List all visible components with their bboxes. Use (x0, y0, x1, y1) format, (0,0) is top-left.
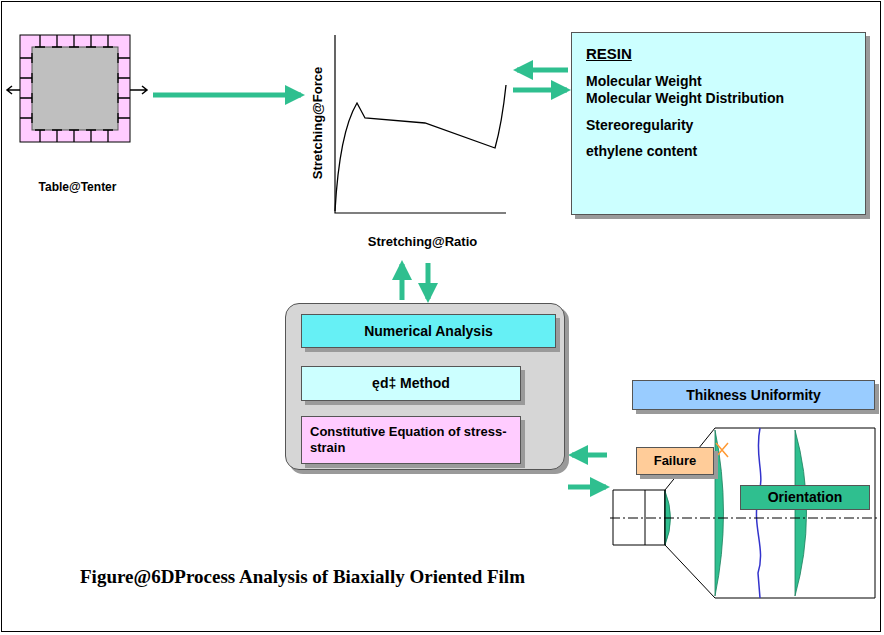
label-text: Stereoregularity (586, 117, 851, 134)
label-text: Stretching@Ratio (335, 234, 510, 250)
flow-arrow (400, 264, 405, 300)
callout-box: Thikness Uniformity (632, 380, 875, 410)
label-text: Orientation (768, 489, 843, 506)
chart-figure: Stretching@ForceStretching@Ratio (305, 28, 510, 260)
label-text: Failure (654, 453, 697, 469)
label-text: Stretching@Force (310, 67, 326, 179)
flow-arrow (568, 485, 606, 490)
label-text: RESIN (586, 45, 851, 63)
equation-box: Constitutive Equation of stress-strain (301, 416, 521, 464)
flow-arrow (426, 263, 431, 299)
resin-box: RESIN Molecular WeightMolecular Weight Di… (571, 32, 866, 215)
flow-arrow (153, 93, 301, 98)
stress-strain-chart (305, 28, 510, 228)
label-text: ethylene content (586, 143, 851, 160)
method-box: ęd‡ Method (301, 366, 521, 401)
label-text: Constitutive Equation of stress-strain (310, 424, 512, 455)
flow-arrow (513, 88, 567, 93)
label-text: Thikness Uniformity (686, 387, 821, 404)
label-text: ęd‡ Method (372, 375, 450, 392)
analysis-box: Numerical Analysis (301, 314, 556, 348)
label-text: Table@Tenter (5, 180, 150, 194)
label-text: Molecular Weight (586, 73, 851, 90)
tenter-figure: Table@Tenter (5, 30, 150, 205)
tenter-illustration (5, 30, 150, 180)
label-text: Numerical Analysis (364, 323, 493, 340)
figure-caption: Figure@6DProcess Analysis of Biaxially O… (80, 566, 525, 588)
flow-arrow (572, 453, 607, 458)
flow-arrow (517, 68, 568, 73)
film-figure: Thikness UniformityFailureOrientation (610, 378, 878, 600)
analysis-panel: Numerical Analysis ęd‡ MethodConstitutive… (285, 303, 565, 470)
label-text: Molecular Weight Distribution (586, 90, 851, 107)
callout-box: Failure (636, 447, 714, 475)
callout-box: Orientation (740, 485, 870, 510)
